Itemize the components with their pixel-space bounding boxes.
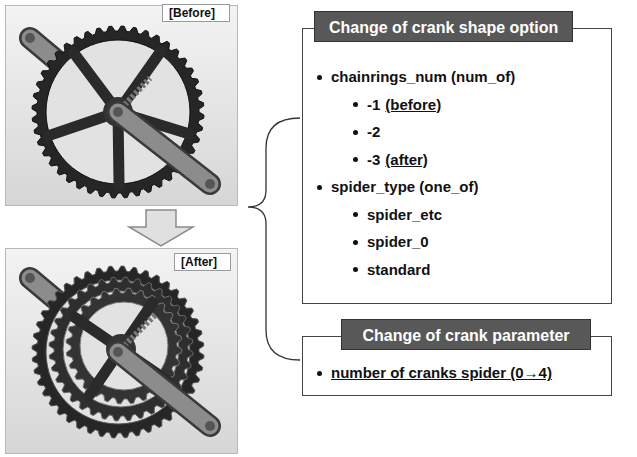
crank-after	[25, 266, 215, 438]
pedal-hole	[113, 107, 123, 117]
crank-arm-outline	[118, 112, 210, 184]
down-arrow	[129, 210, 193, 246]
option-box: chainrings_num (num_of) -1 (before) -2 -3 (af…	[302, 28, 612, 304]
bullet	[317, 371, 322, 376]
pedal-hole	[25, 273, 35, 283]
pedal-hole	[113, 107, 123, 117]
bullet	[353, 240, 358, 245]
list-line: spider_0	[303, 228, 611, 256]
list-line: spider_etc	[303, 201, 611, 229]
bullet	[317, 75, 322, 80]
image-tag: [After]	[174, 253, 231, 271]
after-panel	[6, 249, 238, 454]
bullet	[353, 102, 358, 107]
image-tag: [Before]	[162, 4, 230, 22]
option-text: chainrings_num (num_of)	[331, 68, 515, 85]
pedal-hole	[113, 347, 123, 357]
option-text: spider_0	[367, 233, 429, 250]
list-line: chainrings_num (num_of)	[303, 63, 611, 91]
pedal-hole	[25, 33, 35, 43]
spider-arm	[118, 52, 161, 112]
option-text: standard	[367, 261, 430, 278]
bullet	[317, 185, 322, 190]
spindle	[121, 315, 155, 349]
bullet	[353, 267, 358, 272]
crank-arm	[118, 352, 210, 426]
option-text: -1	[367, 96, 380, 113]
option-text: (before)	[385, 96, 441, 113]
option-text: number of cranks spider (0→4)	[331, 364, 552, 381]
bullet	[353, 130, 358, 135]
list-line: -1 (before)	[303, 91, 611, 119]
list-line: spider_type (one_of)	[303, 173, 611, 201]
crank-arm	[118, 112, 210, 184]
option-text: spider_type (one_of)	[331, 178, 479, 195]
tag-text: [After]	[181, 255, 217, 269]
header-box: Change of crank shape option	[314, 11, 573, 42]
header-box: Change of crank parameter	[341, 319, 591, 350]
tag-text: [Before]	[169, 6, 215, 20]
before-panel	[6, 6, 238, 206]
pedal-hole	[205, 421, 215, 431]
bullet	[353, 212, 358, 217]
list-line: standard	[303, 256, 611, 284]
list-line: -3 (after)	[303, 146, 611, 174]
crank-arm-outline	[118, 352, 210, 426]
list-line: number of cranks spider (0→4)	[303, 359, 611, 387]
pedal-hole	[205, 179, 215, 189]
option-text: -3	[367, 151, 380, 168]
pedal-hole	[113, 347, 123, 357]
option-text: -2	[367, 123, 380, 140]
header-text: Change of crank parameter	[362, 327, 569, 344]
option-text: spider_etc	[367, 206, 442, 223]
header-text: Change of crank shape option	[329, 19, 558, 36]
crank-before	[25, 26, 215, 198]
list-line: -2	[303, 118, 611, 146]
option-text: (after)	[385, 151, 428, 168]
bracket	[248, 118, 300, 360]
bullet	[353, 157, 358, 162]
option-box: number of cranks spider (0→4)Change of c…	[302, 336, 612, 396]
